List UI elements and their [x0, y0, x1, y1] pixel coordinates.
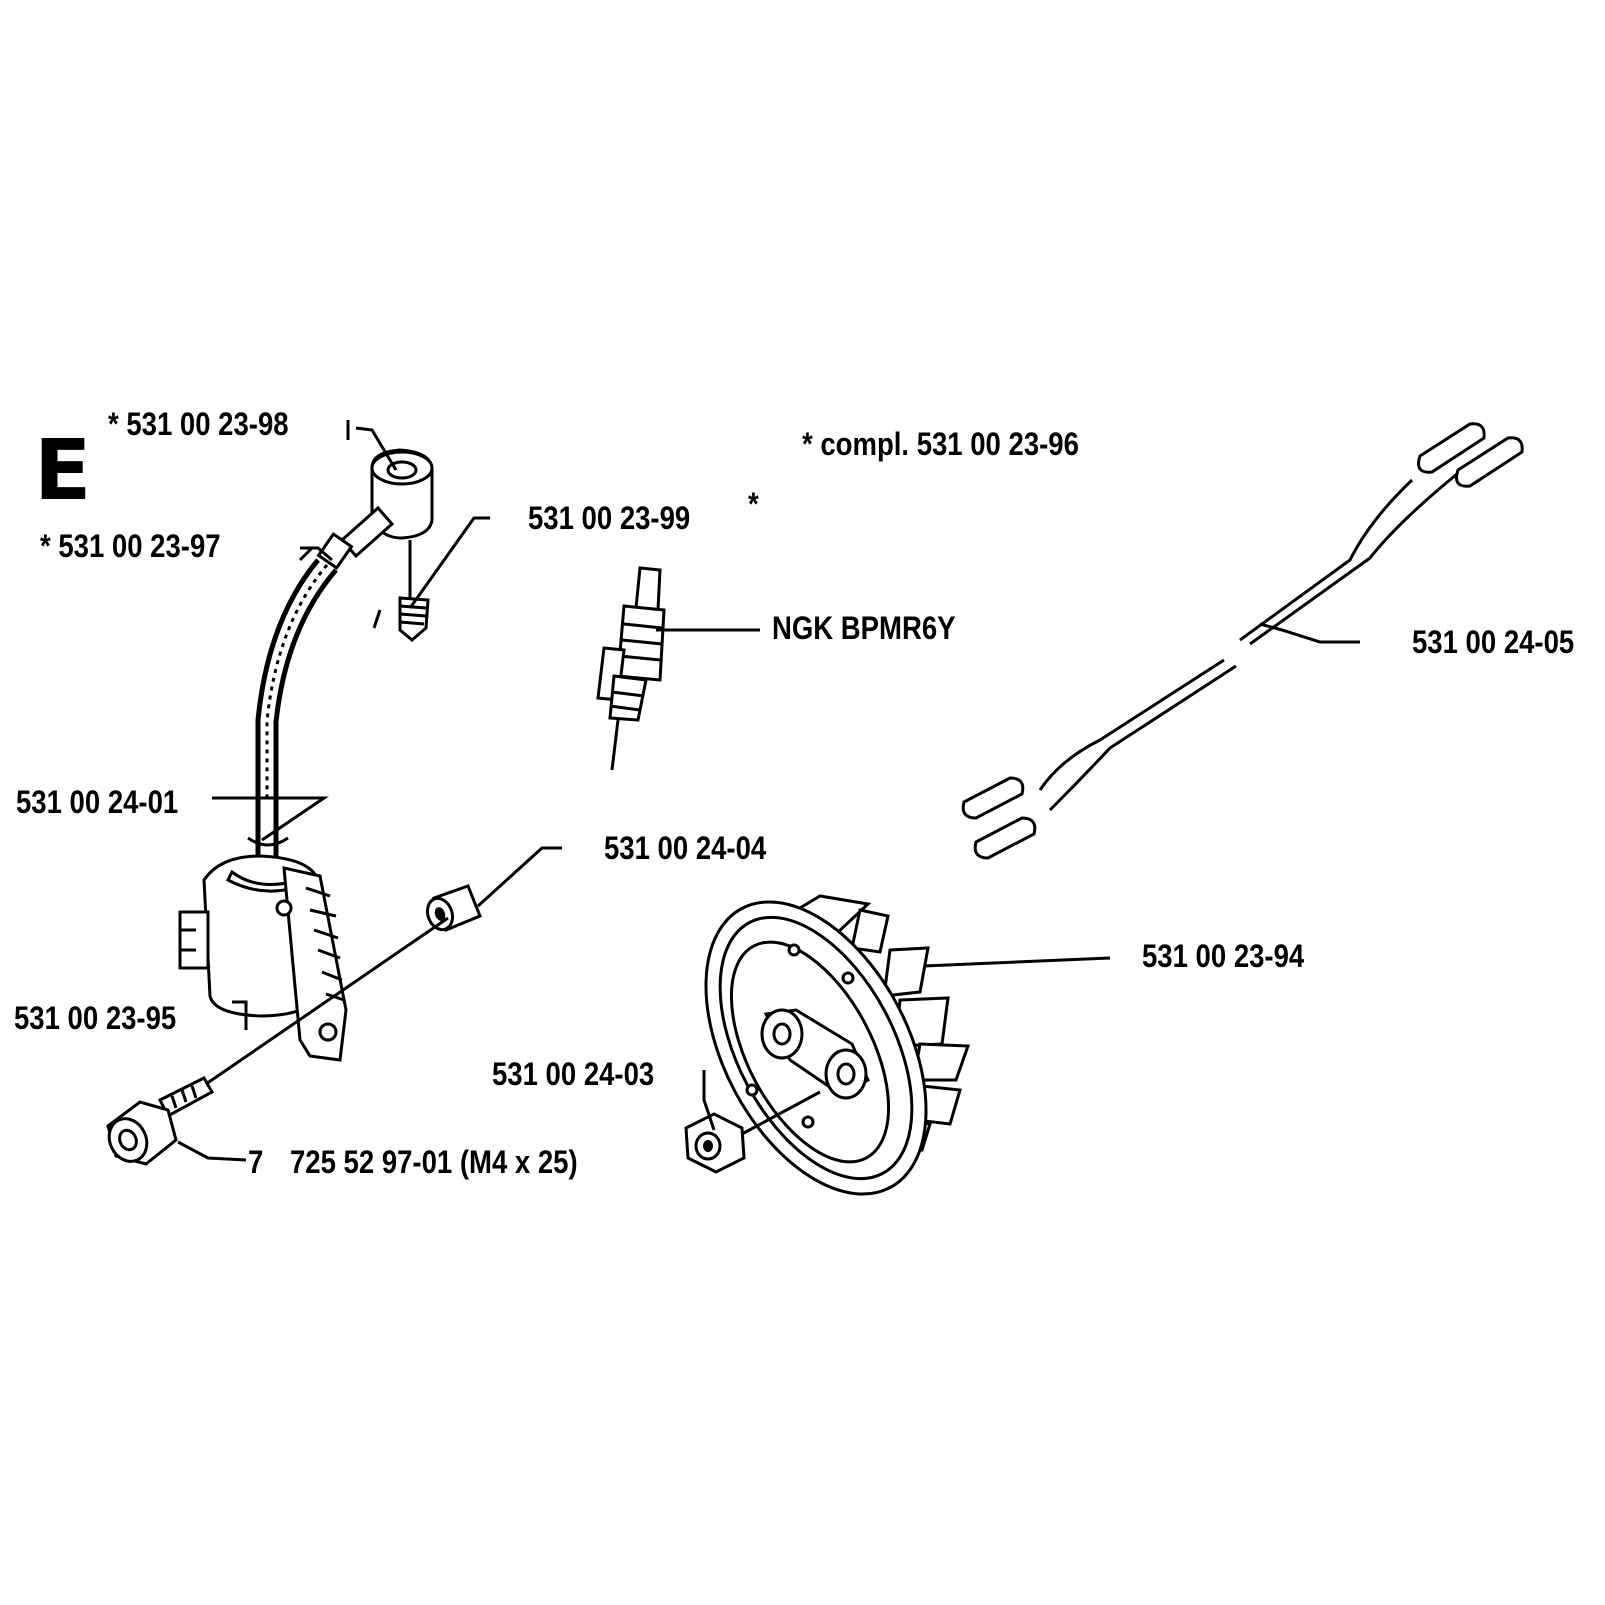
label-ignition-lead: 531 00 24-01 [16, 784, 179, 820]
ignition-module [178, 854, 348, 1062]
label-spring-asterisk: * [748, 486, 759, 522]
assembly-axis-line [205, 916, 449, 1086]
label-screw-quantity: 7 [248, 1144, 264, 1180]
mounting-screw [106, 1076, 215, 1166]
leader-lines [177, 420, 1360, 1162]
flywheel [704, 894, 971, 1196]
label-ignition-module: 531 00 23-95 [14, 1000, 177, 1036]
short-circuit-cable [961, 422, 1524, 860]
label-flywheel: 531 00 23-94 [1142, 938, 1305, 974]
section-letter: E [34, 421, 92, 519]
label-short-circuit-cable: 531 00 24-05 [1412, 624, 1575, 660]
ignition-lead-wire [247, 546, 338, 860]
label-cap-spring: 531 00 23-99 [528, 500, 691, 536]
label-spacer: 531 00 24-04 [604, 830, 767, 866]
label-complete-set: * compl. 531 00 23-96 [802, 426, 1079, 462]
label-mounting-screw: 725 52 97-01 (M4 x 25) [290, 1144, 578, 1180]
label-spark-plug: NGK BPMR6Y [772, 610, 956, 646]
label-spark-plug-cap: * 531 00 23-98 [108, 406, 289, 442]
label-boot: * 531 00 23-97 [40, 528, 221, 564]
label-flywheel-nut: 531 00 24-03 [492, 1056, 655, 1092]
cap-spring [372, 540, 430, 642]
spark-plug [596, 566, 666, 771]
spark-plug-cap [316, 448, 434, 571]
flywheel-nut [684, 1090, 821, 1174]
spacer-sleeve [425, 884, 482, 932]
